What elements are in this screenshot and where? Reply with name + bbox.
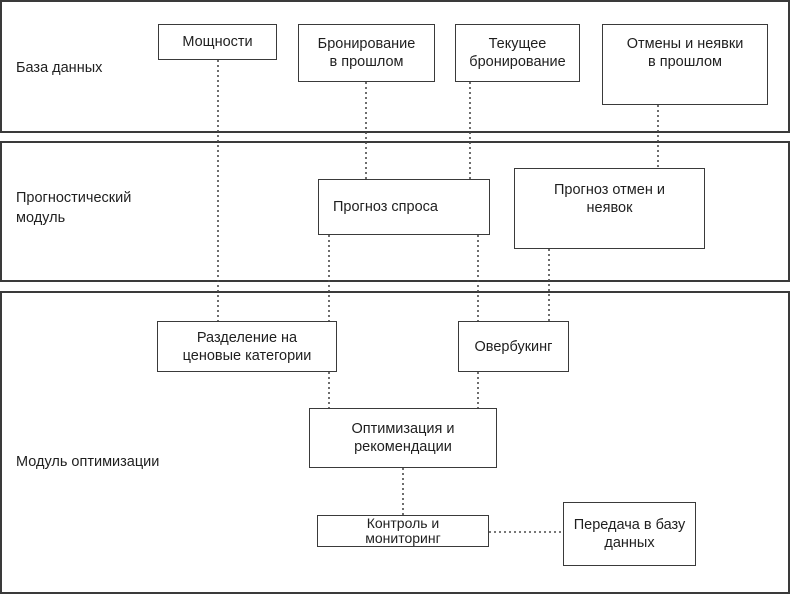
- price-classes-node: Разделение на ценовые категории: [157, 321, 337, 372]
- database-layer-label: База данных: [16, 60, 103, 76]
- db-transfer-node: Передача в базу данных: [563, 502, 696, 566]
- demand-forecast-node: Прогноз спроса: [318, 179, 490, 235]
- past-cancellations-node: Отмены и неявки в прошлом: [602, 24, 768, 105]
- overbooking-node: Овербукинг: [458, 321, 569, 372]
- control-monitoring-node: Контроль и мониторинг: [317, 515, 489, 547]
- capacity-node: Мощности: [158, 24, 277, 60]
- optimization-layer-label: Модуль оптимизации: [16, 454, 160, 470]
- past-bookings-node: Бронирование в прошлом: [298, 24, 435, 82]
- optimization-recommendations-node: Оптимизация и рекомендации: [309, 408, 497, 468]
- forecasting-layer-label: Прогностический модуль: [16, 190, 132, 226]
- current-bookings-node: Текущее бронирование: [455, 24, 580, 82]
- cancellation-forecast-node: Прогноз отмен и неявок: [514, 168, 705, 249]
